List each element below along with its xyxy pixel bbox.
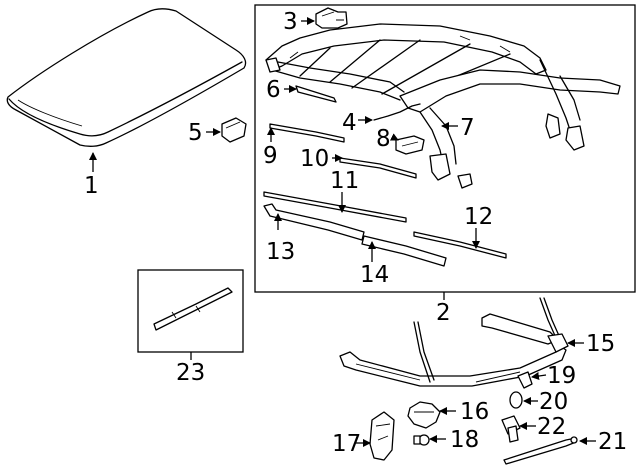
- callout-5: 5: [188, 120, 203, 146]
- weatherstrip-part-9[interactable]: [269, 123, 345, 143]
- strip-part-11[interactable]: [263, 191, 407, 223]
- callout-4: 4: [342, 110, 357, 136]
- frame-assembly-box: [254, 4, 636, 293]
- callout-23: 23: [176, 360, 205, 386]
- cable-part-4[interactable]: [373, 103, 421, 121]
- callout-14: 14: [360, 262, 389, 288]
- callout-1: 1: [84, 173, 99, 199]
- bushing-part-22[interactable]: [501, 415, 521, 443]
- callout-17: 17: [332, 431, 361, 457]
- callout-20: 20: [539, 389, 568, 415]
- strip-part-14[interactable]: [361, 235, 447, 267]
- bracket-part-5[interactable]: [221, 117, 247, 143]
- callout-10: 10: [300, 146, 329, 172]
- callout-19: 19: [547, 363, 576, 389]
- callout-6: 6: [266, 77, 281, 103]
- callout-8-leader: [389, 133, 399, 141]
- hinge-part-16[interactable]: [407, 401, 441, 429]
- callout-8: 8: [376, 126, 391, 152]
- callout-22: 22: [537, 414, 566, 440]
- callout-2: 2: [436, 300, 451, 326]
- top-cover-part[interactable]: [6, 8, 247, 147]
- strip-part-13[interactable]: [263, 203, 365, 241]
- callout-19-leader: [531, 372, 547, 380]
- callout-21: 21: [598, 429, 627, 455]
- latch-part-17[interactable]: [369, 411, 395, 461]
- callout-9: 9: [263, 143, 278, 169]
- grommet-part-20[interactable]: [509, 391, 523, 409]
- bolt-part-18[interactable]: [413, 434, 430, 446]
- strip-part-23[interactable]: [153, 287, 233, 331]
- clip-part-8[interactable]: [395, 135, 425, 155]
- rod-part-21[interactable]: [503, 436, 578, 465]
- rod-part-6[interactable]: [295, 85, 337, 103]
- lower-frame-part-15[interactable]: [339, 297, 569, 387]
- callout-15: 15: [586, 331, 615, 357]
- strip-part-10[interactable]: [339, 157, 417, 179]
- callout-12: 12: [464, 204, 493, 230]
- callout-7: 7: [460, 115, 475, 141]
- bracket-part-3[interactable]: [315, 7, 348, 29]
- clip-part-19[interactable]: [517, 371, 533, 389]
- callout-18: 18: [450, 427, 479, 453]
- callout-11: 11: [330, 168, 359, 194]
- callout-13: 13: [266, 239, 295, 265]
- callout-3: 3: [283, 9, 298, 35]
- strip-part-12[interactable]: [413, 231, 507, 259]
- roof-frame-part[interactable]: [265, 23, 621, 189]
- callout-16: 16: [460, 399, 489, 425]
